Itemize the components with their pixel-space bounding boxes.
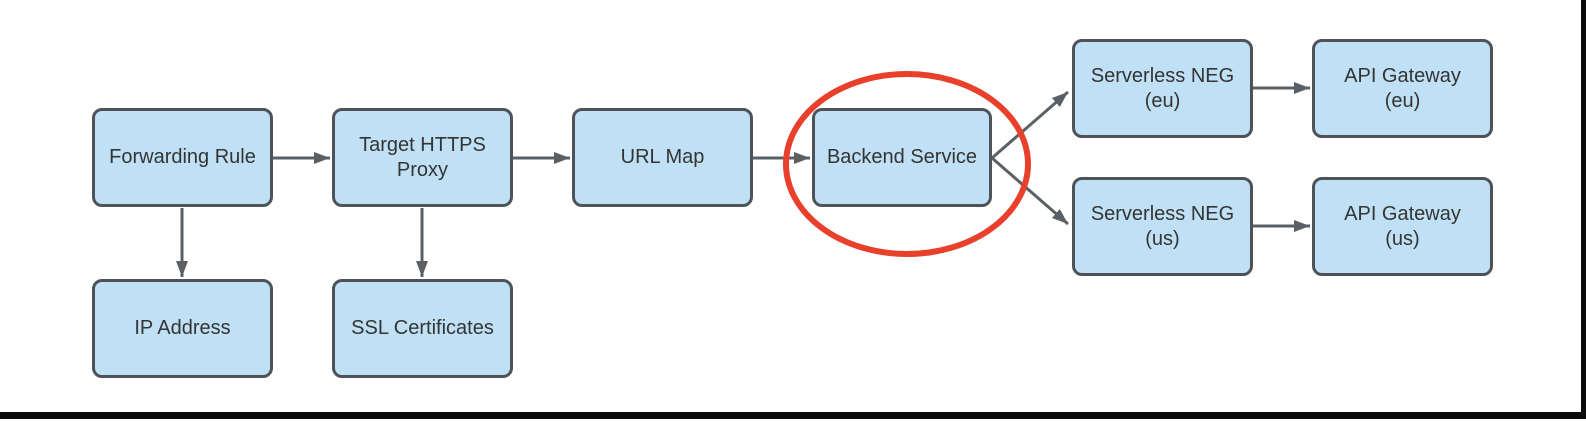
node-label: Serverless NEG (us) bbox=[1090, 203, 1235, 250]
node-label: URL Map bbox=[620, 146, 705, 169]
node-label: Serverless NEG (eu) bbox=[1090, 65, 1235, 112]
node-url-map: URL Map bbox=[572, 108, 753, 207]
node-label: API Gateway (us) bbox=[1344, 203, 1461, 250]
highlight-ellipse bbox=[783, 71, 1031, 257]
node-ssl-certificates: SSL Certificates bbox=[332, 279, 513, 378]
node-label: SSL Certificates bbox=[351, 317, 494, 340]
node-backend-service: Backend Service bbox=[812, 108, 992, 207]
node-forwarding-rule: Forwarding Rule bbox=[92, 108, 273, 207]
node-label: Target HTTPS Proxy bbox=[359, 134, 486, 181]
page-border-bottom bbox=[0, 412, 1586, 419]
edge-backend-service-to-serverless-neg-eu bbox=[991, 90, 1069, 160]
node-serverless-neg-eu: Serverless NEG (eu) bbox=[1072, 39, 1253, 138]
node-label: IP Address bbox=[134, 317, 231, 340]
edge-backend-service-to-serverless-neg-us bbox=[991, 156, 1069, 226]
node-label: API Gateway (eu) bbox=[1344, 65, 1461, 112]
page-border-right bbox=[1581, 0, 1586, 419]
node-ip-address: IP Address bbox=[92, 279, 273, 378]
node-label: Forwarding Rule bbox=[109, 146, 256, 169]
node-api-gateway-eu: API Gateway (eu) bbox=[1312, 39, 1493, 138]
node-target-https-proxy: Target HTTPS Proxy bbox=[332, 108, 513, 207]
node-serverless-neg-us: Serverless NEG (us) bbox=[1072, 177, 1253, 276]
node-api-gateway-us: API Gateway (us) bbox=[1312, 177, 1493, 276]
node-label: Backend Service bbox=[826, 146, 978, 169]
